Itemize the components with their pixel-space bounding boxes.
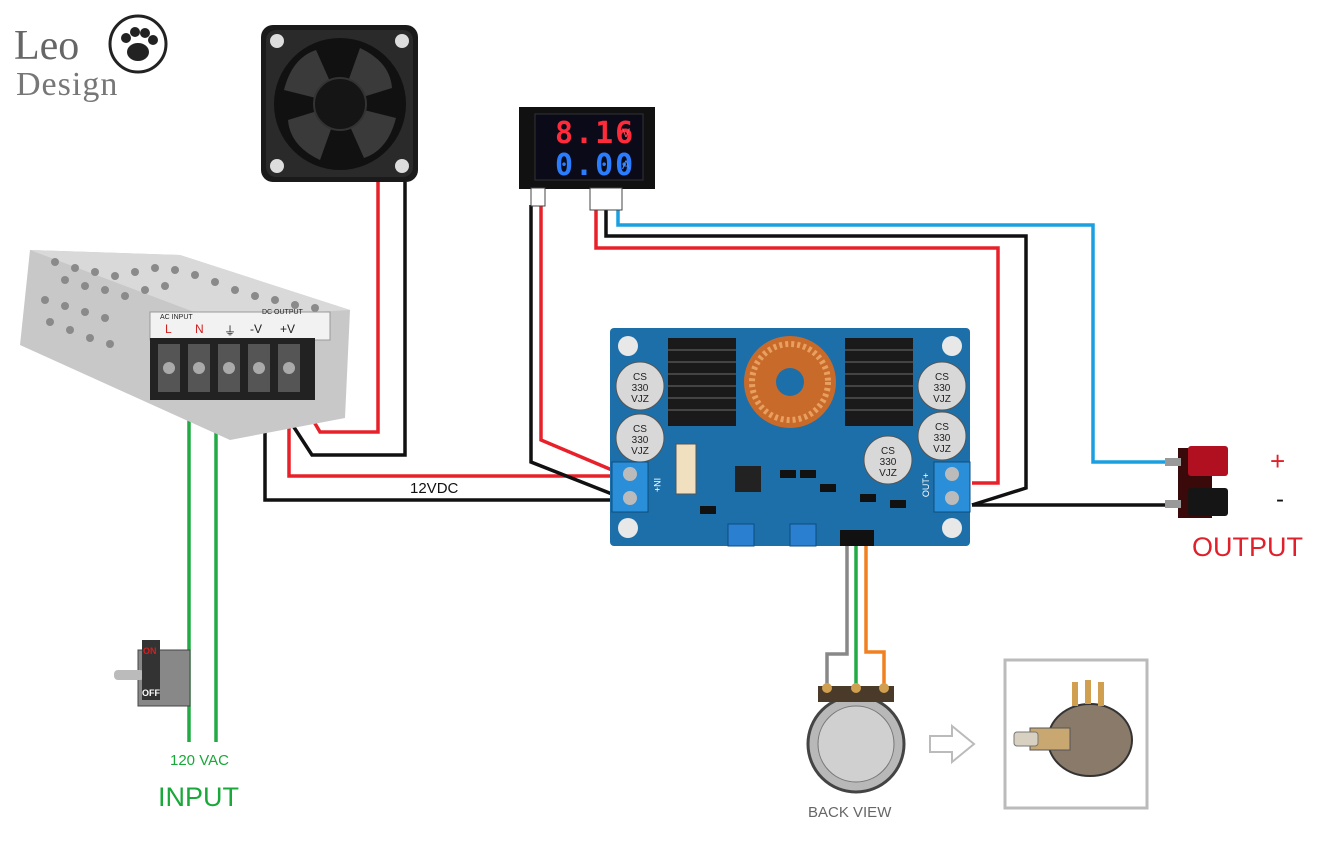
output-title: OUTPUT (1192, 532, 1303, 562)
dc-voltage-label: 12VDC (410, 480, 459, 497)
capacitor-label: CS 330 VJZ (879, 446, 897, 479)
psu-terminal-pos: +V (280, 322, 296, 336)
meter-amp-unit: A (622, 158, 631, 172)
converter-out-label: OUT+ (921, 472, 932, 498)
ac-voltage-label: 120 VAC (170, 752, 229, 769)
potentiometer-back-view (806, 683, 906, 794)
output-minus-sign: - (1276, 486, 1284, 513)
logo-line-2: Design (16, 66, 119, 103)
psu-terminal-n: N (195, 322, 204, 336)
output-terminals (1165, 446, 1228, 518)
cooling-fan (261, 25, 418, 182)
logo-line-1: Leo (14, 23, 80, 69)
input-title: INPUT (158, 782, 239, 812)
psu-terminal-neg: -V (250, 322, 262, 336)
meter-sense-black (604, 210, 1028, 507)
logo-paw-icon (108, 14, 168, 74)
capacitor-label: CS 330 VJZ (933, 372, 951, 405)
power-supply (20, 250, 350, 440)
switch-off-label: OFF (142, 688, 160, 698)
meter-current-readout: 0.00 (555, 148, 636, 183)
arrow-icon (929, 723, 976, 765)
meter-sense-red (594, 210, 1000, 485)
output-plus-sign: + (1270, 446, 1286, 476)
capacitor-label: CS 330 VJZ (933, 422, 951, 455)
capacitor-label: CS 330 VJZ (631, 372, 649, 405)
psu-terminal-ground: ⏚ (224, 324, 237, 338)
meter-voltage-readout: 8.16 (555, 116, 636, 151)
buck-converter-board (610, 328, 971, 547)
meter-red-lead (539, 205, 613, 472)
capacitor-label: CS 330 VJZ (631, 424, 649, 457)
back-view-caption: BACK VIEW (808, 804, 892, 821)
converter-in-label: IN+ (652, 477, 663, 493)
volt-amp-meter (519, 107, 655, 211)
potentiometer-side-view (1003, 658, 1149, 810)
meter-black-lead (529, 205, 613, 496)
psu-ac-input-label: AC INPUT (160, 314, 193, 321)
psu-dc-output-label: DC OUTPUT (262, 309, 303, 316)
power-switch (114, 640, 191, 707)
wires (187, 182, 1170, 742)
meter-sense-blue (616, 210, 1170, 464)
meter-volt-unit: V (622, 126, 631, 140)
psu-terminal-l: L (165, 322, 172, 336)
pot-wire-orange (864, 543, 886, 690)
pot-wire-gray (825, 543, 849, 690)
switch-on-label: ON (143, 646, 157, 656)
